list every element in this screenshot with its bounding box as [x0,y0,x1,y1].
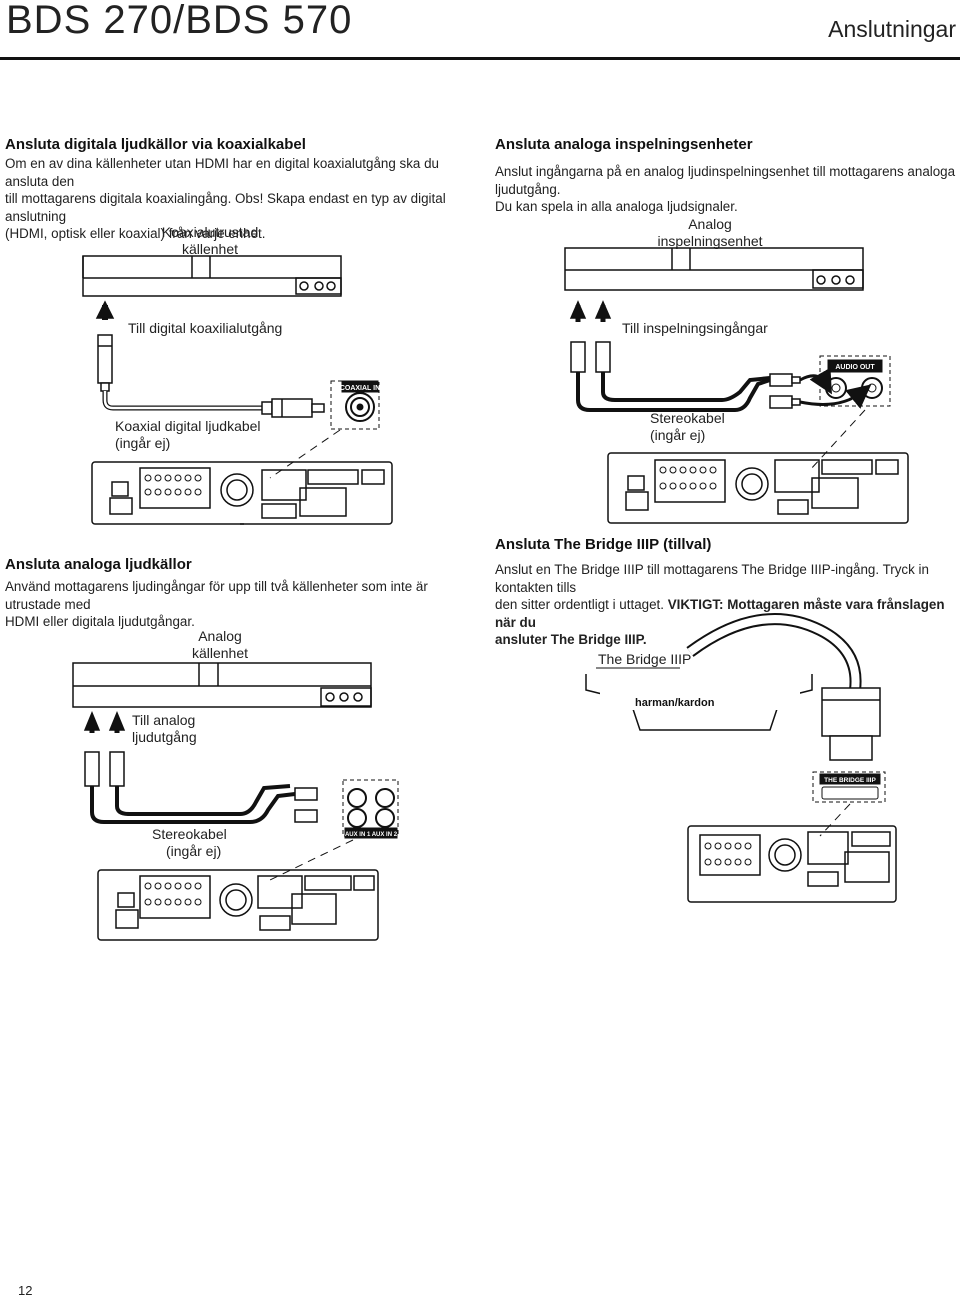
analog-rec-body-line-1: Anslut ingångarna på en analog ljudinspe… [495,164,956,197]
analog-rec-cable-caption: Stereokabel (ingår ej) [650,410,725,444]
coax-source-device [82,255,342,297]
analog-rec-device-caption-line-2: inspelningsenhet [657,233,763,249]
bridge-jack-label: THE BRIDGE IIIP [824,777,876,784]
analog-src-cable-caption-line-2: (ingår ej) [166,843,222,859]
coax-cable-caption: Koaxial digital ljudkabel (ingår ej) [115,418,261,452]
analog-src-device-caption-line-1: Analog [198,628,242,644]
header-rule [0,57,960,60]
analog-rec-device [564,247,864,291]
coax-arrow-label: Till digital koaxilialutgång [128,320,283,336]
analog-src-device-caption: Analog källenhet [160,628,280,662]
coax-body: Om en av dina källenheter utan HDMI har … [5,155,470,243]
analog-src-cable [83,711,318,824]
analog-rec-arrow-label: Till inspelningsingångar [622,320,768,336]
coax-body-line-2: till mottagarens digitala koaxialingång.… [5,191,446,224]
bridge-device: harman/kardon [585,613,881,761]
coax-device-caption: Koaxialutrustad källenhet [140,224,280,258]
audio-out-jack: AUDIO OUT [799,355,891,409]
analog-src-arrow-label-line-2: ljudutgång [132,729,197,745]
receiver-rear-panel-3 [97,869,379,941]
receiver-rear-panel-1 [91,461,393,525]
page-title: BDS 270/BDS 570 [6,0,353,42]
coax-device-caption-line-2: källenhet [181,241,239,257]
analog-src-body: Använd mottagarens ljudingångar för upp … [5,578,475,631]
analog-rec-cable-caption-line-1: Stereokabel [650,410,725,426]
analog-src-device-caption-line-2: källenhet [191,645,249,661]
coax-cable-caption-line-1: Koaxial digital ljudkabel [115,418,261,434]
analog-rec-body-line-2: Du kan spela in alla analoga ljudsignale… [495,199,738,214]
receiver-rear-panel-4 [687,825,897,903]
aux-in-jack: AUX IN 1 AUX IN 2 [342,779,399,839]
analog-src-body-line-2: HDMI eller digitala ljudutgångar. [5,614,195,629]
bridge-body: Anslut en The Bridge IIIP till mottagare… [495,561,960,649]
bridge-body-line-2: den sitter ordentligt i uttaget. VIKTIGT… [495,596,960,631]
bridge-device-label: The Bridge IIIP [598,651,691,667]
bridge-brand: harman/kardon [635,697,715,709]
analog-rec-body: Anslut ingångarna på en analog ljudinspe… [495,163,960,216]
coax-dash-line [269,429,341,479]
coax-cable [95,300,325,418]
coax-body-line-3: (HDMI, optisk eller koaxial) från varje … [5,226,266,241]
bridge-body-line-3: ansluter The Bridge IIIP. [495,631,960,649]
coax-jack: COAXIAL IN [330,380,380,430]
analog-src-heading: Ansluta analoga ljudkällor [5,556,192,573]
bridge-dash-line [819,803,851,837]
coax-body-line-1: Om en av dina källenheter utan HDMI har … [5,156,439,189]
receiver-rear-panel-2 [607,452,909,524]
bridge-heading: Ansluta The Bridge IIIP (tillval) [495,536,712,553]
bridge-body-bold-2: ansluter The Bridge IIIP. [495,632,647,647]
analog-rec-device-caption: Analog inspelningsenhet [640,216,780,250]
analog-rec-cable [569,300,801,412]
analog-rec-device-caption-line-1: Analog [688,216,732,232]
aux-in-label: AUX IN 1 AUX IN 2 [345,832,398,838]
page-number: 12 [18,1283,33,1298]
coax-heading: Ansluta digitala ljudkällor via koaxialk… [5,136,306,153]
analog-src-arrow-label: Till analog ljudutgång [132,712,197,746]
analog-rec-heading: Ansluta analoga inspelningsenheter [495,136,753,153]
coax-jack-label: COAXIAL IN [340,385,380,392]
bridge-body-line-1: Anslut en The Bridge IIIP till mottagare… [495,562,929,595]
analog-src-dash-line [269,839,354,881]
coax-device-caption-line-1: Koaxialutrustad [161,224,259,240]
analog-src-device [72,662,372,708]
bridge-body-line-2-text: den sitter ordentligt i uttaget. [495,597,664,612]
analog-src-cable-caption: Stereokabel (ingår ej) [152,826,227,860]
bridge-body-bold: VIKTIGT: Mottagaren måste vara frånslage… [495,597,945,630]
section-title: Anslutningar [828,16,956,42]
analog-rec-cable-caption-line-2: (ingår ej) [650,427,706,443]
analog-src-cable-caption-line-1: Stereokabel [152,826,227,842]
coax-cable-caption-line-2: (ingår ej) [115,435,171,451]
analog-src-body-line-1: Använd mottagarens ljudingångar för upp … [5,579,428,612]
analog-src-arrow-label-line-1: Till analog [132,712,196,728]
audio-out-label: AUDIO OUT [835,364,875,371]
bridge-jack: THE BRIDGE IIIP [812,771,886,803]
